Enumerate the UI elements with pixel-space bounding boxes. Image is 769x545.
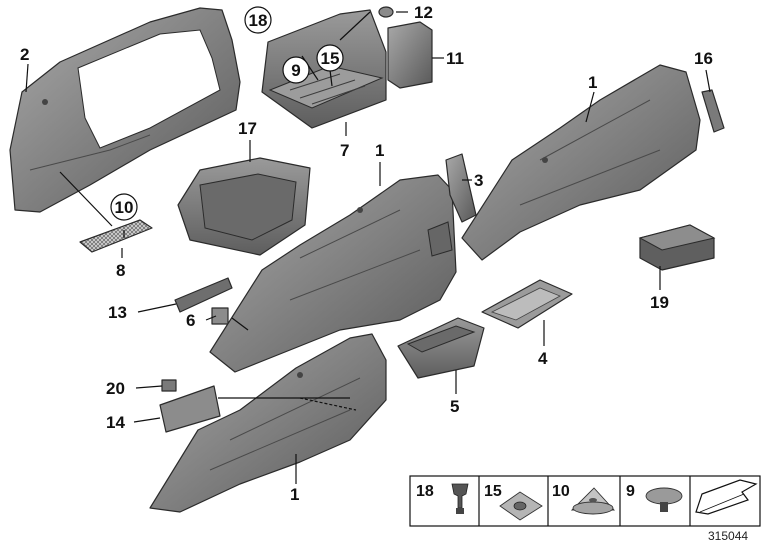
expanding-rivet-icon (645, 487, 683, 512)
part-13-strip (174, 277, 233, 313)
svg-text:9: 9 (291, 61, 300, 80)
part-19-block (638, 224, 716, 271)
leader-lines (25, 11, 711, 484)
legend-label-10: 10 (552, 483, 570, 500)
callout-15: 15 (316, 44, 344, 72)
callout-6: 6 (186, 311, 195, 330)
callout-1-lower: 1 (290, 485, 299, 504)
callout-20: 20 (106, 379, 125, 398)
diagram-id: 315044 (708, 529, 748, 543)
part-17-tray (177, 157, 311, 256)
part-4-flat-tray (481, 279, 573, 329)
part-16-clip (701, 89, 725, 133)
callout-19: 19 (650, 293, 669, 312)
part-1-side-trim-center (209, 174, 457, 373)
callout-3: 3 (474, 171, 483, 190)
push-rivet-icon (451, 483, 469, 514)
svg-text:18: 18 (249, 11, 268, 30)
callout-5: 5 (450, 397, 459, 416)
callout-9: 9 (282, 56, 310, 84)
part-5-compartment (397, 317, 485, 379)
part-1-side-trim-lower (149, 333, 387, 513)
callout-14: 14 (106, 413, 125, 432)
part-6-clip (211, 307, 229, 325)
part-2-left-side-trim (9, 7, 241, 213)
callout-1-right: 1 (588, 73, 597, 92)
callout-17: 17 (238, 119, 257, 138)
direction-arrow-icon (695, 479, 758, 515)
legend-label-15: 15 (484, 483, 502, 500)
callout-10: 10 (110, 193, 138, 221)
square-clip-icon (499, 491, 543, 521)
callout-13: 13 (108, 303, 127, 322)
svg-text:10: 10 (115, 198, 134, 217)
legend-label-9: 9 (626, 483, 635, 500)
callout-8: 8 (116, 261, 125, 280)
callout-1-center: 1 (375, 141, 384, 160)
part-8-mesh-grille (79, 219, 153, 253)
callout-4: 4 (538, 349, 548, 368)
callout-2: 2 (20, 45, 29, 64)
part-12-clip (378, 6, 394, 18)
part-3-bracket (445, 153, 477, 223)
svg-text:15: 15 (321, 49, 340, 68)
legend-label-18: 18 (416, 483, 434, 500)
callout-12: 12 (414, 3, 433, 22)
callout-labels: 2 10 8 18 9 15 12 11 7 17 1 3 1 16 19 13… (20, 3, 713, 504)
callout-16: 16 (694, 49, 713, 68)
callout-11: 11 (446, 49, 464, 68)
fastener-legend: 18 15 10 9 (409, 475, 761, 527)
spring-nut-icon (570, 487, 616, 515)
callout-18: 18 (244, 6, 272, 34)
part-1-side-trim-right (461, 64, 701, 261)
part-20-cap (161, 379, 177, 392)
callout-7: 7 (340, 141, 349, 160)
part-11-pad (387, 21, 433, 89)
part-14-panel (159, 385, 221, 433)
